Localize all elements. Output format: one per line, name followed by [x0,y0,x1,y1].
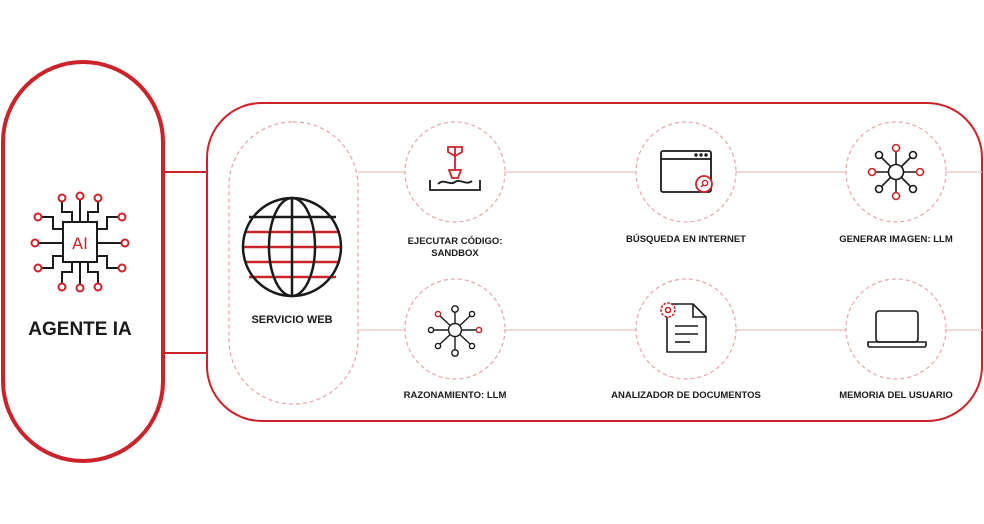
tool-circle-code [404,121,506,223]
tool-circle-search [635,121,737,223]
network-hub-icon [427,305,483,357]
browser-search-icon [660,150,713,193]
tool-label-line1: BÚSQUEDA EN INTERNET [626,234,746,245]
agent-title: AGENTE IA [28,319,132,340]
tool-circle-memory [845,278,947,380]
tool-label-image: GENERAR IMAGEN: LLM [839,234,952,246]
ai-chip-icon [38,200,122,284]
laptop-icon [867,310,927,348]
tool-label-line1: EJECUTAR CÓDIGO: [407,236,503,247]
services-container [206,102,983,422]
tool-label-line2: SANDBOX [431,248,479,259]
tool-label-search: BÚSQUEDA EN INTERNET [626,234,746,246]
tool-label-reasoning: RAZONAMIENTO: LLM [404,390,507,402]
sandbox-shovel-icon [429,146,481,191]
ai-chip-pins [30,191,130,293]
globe-icon [241,196,343,298]
tool-label-docs: ANALIZADOR DE DOCUMENTOS [611,390,761,402]
ai-chip-text: AI [72,234,88,253]
tool-label-line1: RAZONAMIENTO: LLM [403,390,507,401]
tool-label-line1: GENERAR IMAGEN: LLM [839,234,953,245]
tool-label-line1: MEMORIA DEL USUARIO [839,390,953,401]
network-hub-icon [867,143,925,201]
tool-label-line1: ANALIZADOR DE DOCUMENTOS [611,390,761,401]
tool-label-code: EJECUTAR CÓDIGO: SANDBOX [408,236,503,260]
document-gear-icon [660,302,707,353]
tool-label-memory: MEMORIA DEL USUARIO [839,390,952,402]
web-service-label: SERVICIO WEB [251,314,333,326]
